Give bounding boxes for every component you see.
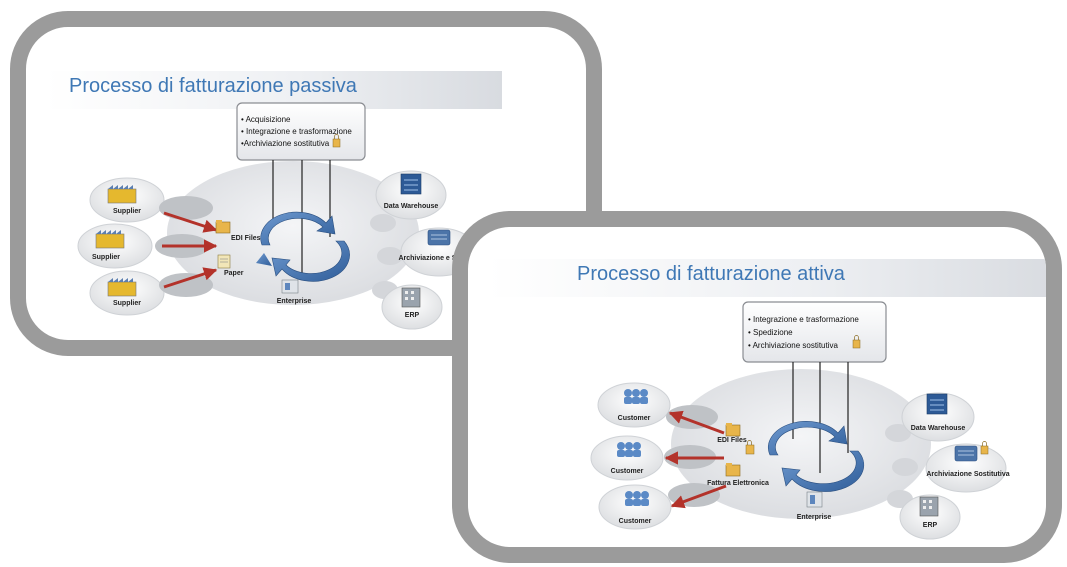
office-building-icon (919, 496, 939, 517)
factory-icon (95, 230, 125, 249)
target-label: ERP (923, 522, 938, 529)
building-icon (281, 279, 299, 294)
connector (666, 405, 718, 429)
disk-icon (954, 445, 978, 462)
customer-label: Customer (611, 468, 644, 475)
flow-arrow (668, 410, 725, 435)
cycle-icon (256, 211, 350, 282)
archive-node: Archiviazione Sostitutiva (925, 441, 1010, 493)
database-icon (400, 173, 422, 195)
folder-icon (725, 463, 741, 477)
process-box (742, 301, 887, 363)
target-label: Archiviazione Sostitutiva (926, 471, 1009, 478)
enterprise-label: Enterprise (277, 298, 312, 305)
database-icon (926, 393, 948, 415)
flow-arrow (163, 267, 218, 289)
passive-diagram: Supplier Supplier Supplier (77, 102, 488, 330)
target-label-part: Data Warehouse (384, 203, 439, 210)
lock-icon (852, 335, 861, 349)
office-building-icon (401, 287, 421, 308)
slide-title: Processo di fatturazione attiva (577, 263, 845, 285)
target-label: Data Warehouse (384, 203, 439, 210)
disk-icon (427, 229, 451, 246)
customer-label: Customer (619, 518, 652, 525)
process-item: • Spedizione (748, 328, 793, 337)
document-lock-icon (745, 440, 755, 455)
doc-label: EDI Files (717, 437, 747, 444)
active-diagram: Customer Customer Customer (590, 301, 1010, 540)
slide-title: Processo di fatturazione passiva (69, 75, 357, 97)
enterprise-disc (671, 369, 931, 519)
process-item: • Archiviazione sostitutiva (748, 341, 839, 350)
data-warehouse-node: Data Warehouse (901, 392, 975, 442)
target-label: ERP (405, 312, 420, 319)
folder-icon (725, 423, 741, 437)
title-bar (488, 259, 1046, 297)
process-item: •Archiviazione sostitutiva (241, 139, 330, 148)
lock-icon (980, 441, 989, 455)
customer-node: Customer (590, 435, 664, 481)
supplier-node: Supplier (89, 177, 165, 223)
doc-label: Fattura Elettronica (707, 480, 769, 487)
slide-active: Processo di fatturazione attiva (452, 211, 1062, 563)
connector (885, 424, 911, 442)
doc-label: Paper (224, 270, 244, 277)
supplier-label: Supplier (92, 254, 120, 261)
people-icon (625, 491, 649, 506)
target-label: Archiviazione e Sostitutiva (398, 255, 487, 262)
erp-node: ERP (381, 284, 443, 330)
data-warehouse-node: Data Warehouse (375, 170, 447, 220)
erp-node: ERP (899, 494, 961, 540)
process-item: • Integrazione e trasformazione (748, 315, 859, 324)
connector (377, 247, 403, 265)
customer-label: Customer (618, 415, 651, 422)
folder-icon (215, 220, 231, 234)
lock-icon (332, 134, 341, 148)
slide-passive: Processo di fatturazione passiva (10, 11, 602, 356)
connector (892, 458, 918, 476)
supplier-label: Supplier (113, 208, 141, 215)
factory-icon (107, 185, 137, 204)
connector (159, 196, 213, 220)
supplier-node: Supplier (77, 223, 153, 269)
enterprise-disc (167, 161, 419, 305)
enterprise-label: Enterprise (797, 514, 832, 521)
people-icon (624, 389, 648, 404)
flow-arrow (163, 211, 218, 233)
people-icon (617, 442, 641, 457)
cycle-icon (768, 421, 865, 492)
factory-icon (107, 278, 137, 297)
customer-node: Customer (598, 484, 672, 530)
connector (159, 273, 213, 297)
target-label: Data Warehouse (911, 425, 966, 432)
building-icon (806, 491, 823, 508)
supplier-node: Supplier (89, 270, 165, 316)
connector (370, 214, 396, 232)
process-item: • Integrazione e trasformazione (241, 127, 352, 136)
doc-label: EDI Files (231, 235, 261, 242)
process-item: • Acquisizione (241, 115, 291, 124)
document-icon (217, 254, 231, 269)
customer-node: Customer (597, 382, 671, 428)
flow-arrow (670, 484, 727, 509)
supplier-label: Supplier (113, 300, 141, 307)
